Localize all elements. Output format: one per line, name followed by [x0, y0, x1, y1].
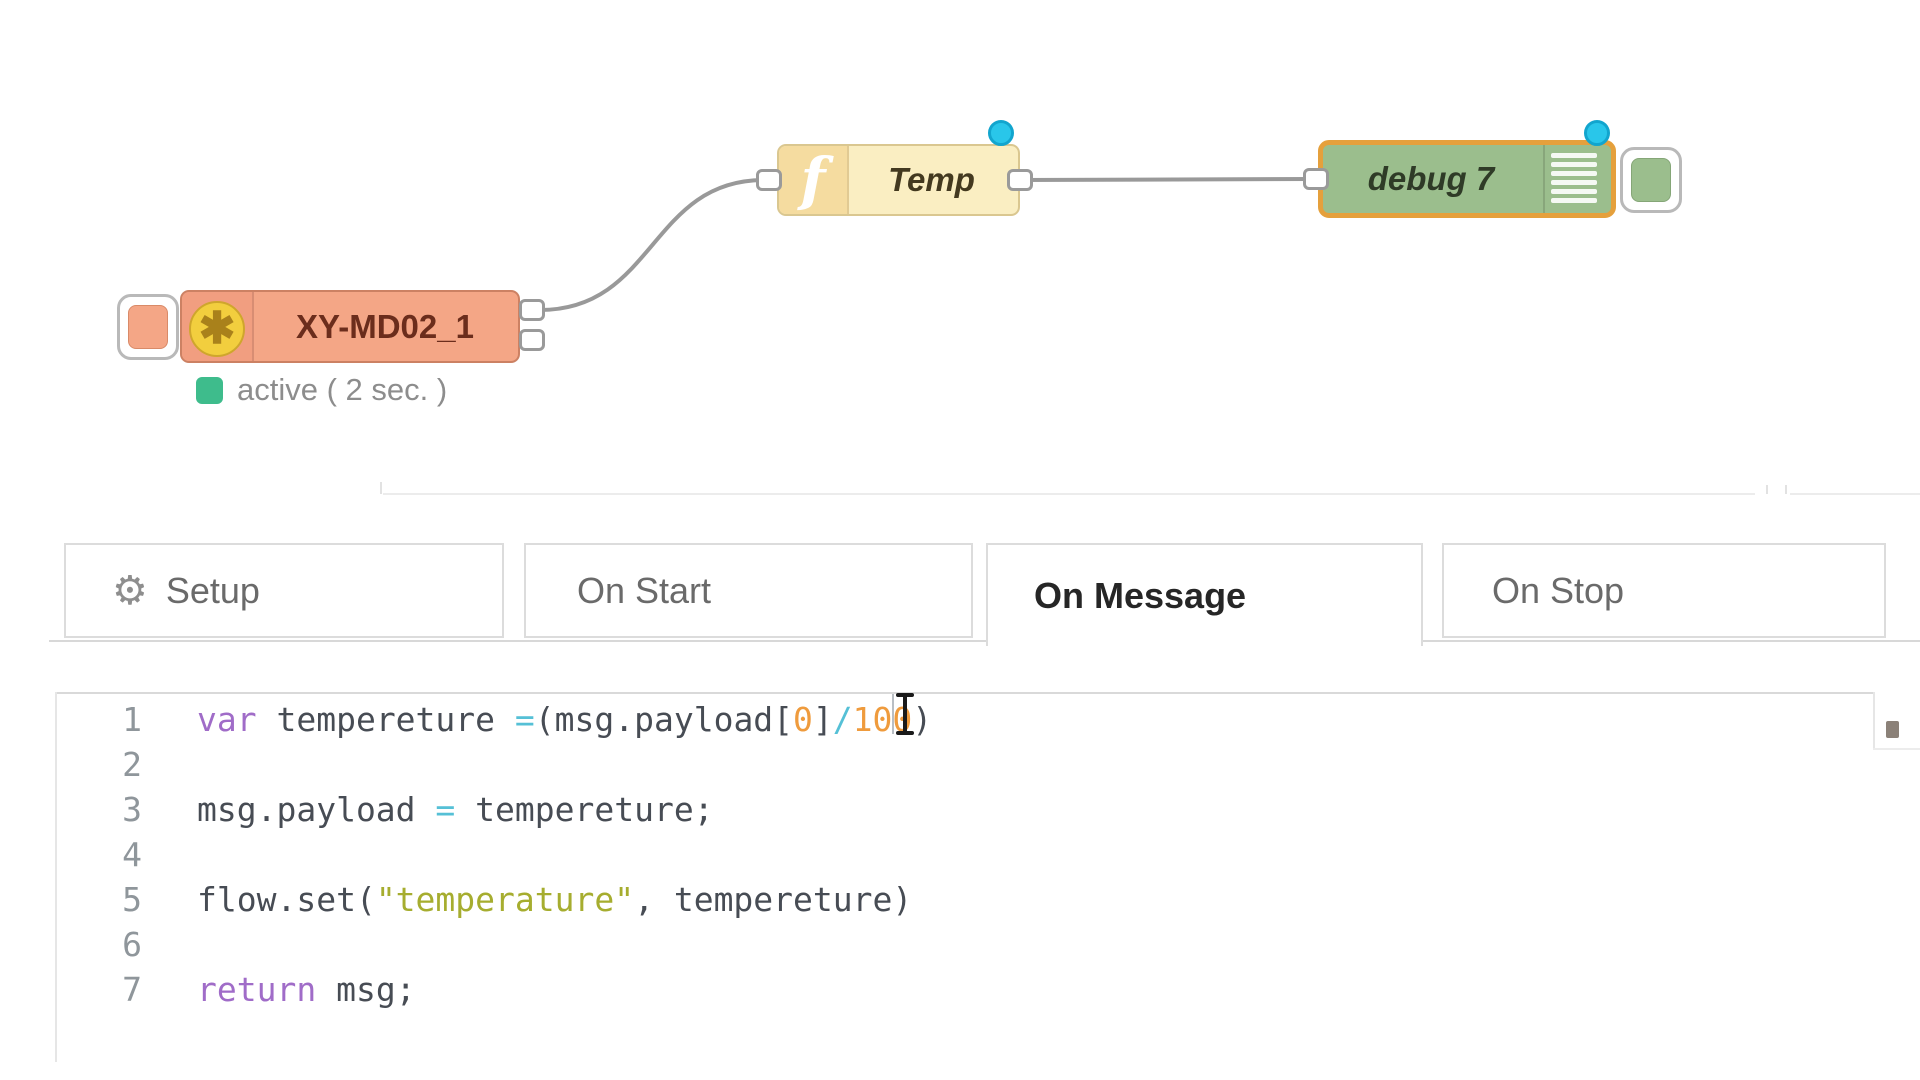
- function-editor-tabs: ⚙ Setup On Start On Message On Stop: [0, 543, 1920, 653]
- xy-output-port-1[interactable]: [519, 299, 545, 321]
- tab-setup-label: Setup: [165, 569, 260, 611]
- code-text: var tempereture =(msg.payload[0]/100): [197, 700, 933, 739]
- editor-scrollbar-track: [1873, 748, 1920, 750]
- status-green-square-icon: [196, 376, 223, 404]
- line-number: 1: [122, 700, 142, 739]
- temp-output-port[interactable]: [1007, 169, 1033, 191]
- ibeam-cursor-icon: [894, 693, 916, 735]
- code-line[interactable]: 6: [55, 922, 1855, 967]
- code-line[interactable]: 4: [55, 832, 1855, 877]
- debug-list-icon: [1551, 153, 1597, 205]
- tab-underline: [49, 640, 986, 642]
- code-text: flow.set("temperature", tempereture): [197, 880, 913, 919]
- tab-on-start[interactable]: On Start: [524, 543, 973, 638]
- tab-underline: [1423, 640, 1920, 642]
- editor-left-border: [55, 692, 57, 1062]
- line-number: 6: [122, 925, 142, 964]
- tab-on-stop-label: On Stop: [1492, 569, 1625, 611]
- code-line[interactable]: 1 var tempereture =(msg.payload[0]/100): [55, 697, 1855, 742]
- tab-on-message-label: On Message: [1034, 574, 1247, 616]
- line-number: 5: [122, 880, 142, 919]
- debug-changed-marker-icon: [1584, 120, 1610, 146]
- code-line[interactable]: 7 return msg;: [55, 967, 1855, 1012]
- editor-top-border: [55, 692, 1873, 694]
- node-temp-function[interactable]: f Temp: [777, 144, 1020, 216]
- function-f-icon: f: [779, 145, 849, 214]
- tray-boundary-tick: [1766, 485, 1768, 494]
- code-line[interactable]: 3 msg.payload = tempereture;: [55, 787, 1855, 832]
- code-text: return msg;: [197, 970, 416, 1009]
- xy-node-button[interactable]: [117, 294, 179, 360]
- debug-node-divider: [1543, 145, 1545, 213]
- line-number: 7: [122, 970, 142, 1009]
- tray-boundary-line: [383, 493, 1755, 495]
- text-caret: [892, 694, 894, 734]
- tray-boundary-tick: [1785, 485, 1787, 494]
- xy-node-button-fill: [128, 305, 168, 349]
- status-text: active ( 2 sec. ): [237, 372, 448, 407]
- temp-input-port[interactable]: [756, 169, 782, 191]
- wires-layer: [539, 177, 1313, 312]
- tray-boundary-tick: [380, 482, 382, 494]
- debug-toggle-button[interactable]: [1620, 147, 1682, 213]
- debug-input-port[interactable]: [1303, 168, 1329, 190]
- xy-output-port-2[interactable]: [519, 329, 545, 351]
- code-line[interactable]: 2: [55, 742, 1855, 787]
- tab-on-start-label: On Start: [577, 569, 712, 611]
- debug-toggle-button-fill: [1631, 158, 1671, 202]
- xy-node-icon-region: ✱: [182, 292, 254, 361]
- gear-icon: ⚙: [112, 568, 148, 613]
- tab-on-message[interactable]: On Message: [986, 543, 1423, 646]
- editor-scrollbar-thumb[interactable]: [1886, 721, 1899, 738]
- line-number: 4: [122, 835, 142, 874]
- code-text: msg.payload = tempereture;: [197, 790, 714, 829]
- code-line[interactable]: 5 flow.set("temperature", tempereture): [55, 877, 1855, 922]
- wire-temp-to-debug[interactable]: [1019, 177, 1313, 182]
- asterisk-flower-icon: ✱: [189, 301, 245, 357]
- flow-canvas[interactable]: ✱ XY-MD02_1 active ( 2 sec. ) f Temp deb…: [0, 0, 1920, 540]
- tray-boundary-line: [1790, 493, 1920, 495]
- xy-node-status: active ( 2 sec. ): [196, 372, 447, 408]
- wire-xy-to-temp[interactable]: [539, 178, 765, 312]
- debug-node-label: debug 7: [1367, 160, 1495, 197]
- xy-node-label: XY-MD02_1: [296, 307, 474, 345]
- line-number: 2: [122, 745, 142, 784]
- temp-node-label: Temp: [888, 161, 975, 198]
- node-xy-md02[interactable]: ✱ XY-MD02_1: [180, 290, 520, 363]
- tab-on-stop[interactable]: On Stop: [1442, 543, 1886, 638]
- line-number: 3: [122, 790, 142, 829]
- node-debug-7[interactable]: debug 7: [1318, 140, 1616, 218]
- editor-scrollbar-track: [1873, 692, 1875, 748]
- tab-setup[interactable]: ⚙ Setup: [64, 543, 504, 638]
- temp-changed-marker-icon: [988, 120, 1014, 146]
